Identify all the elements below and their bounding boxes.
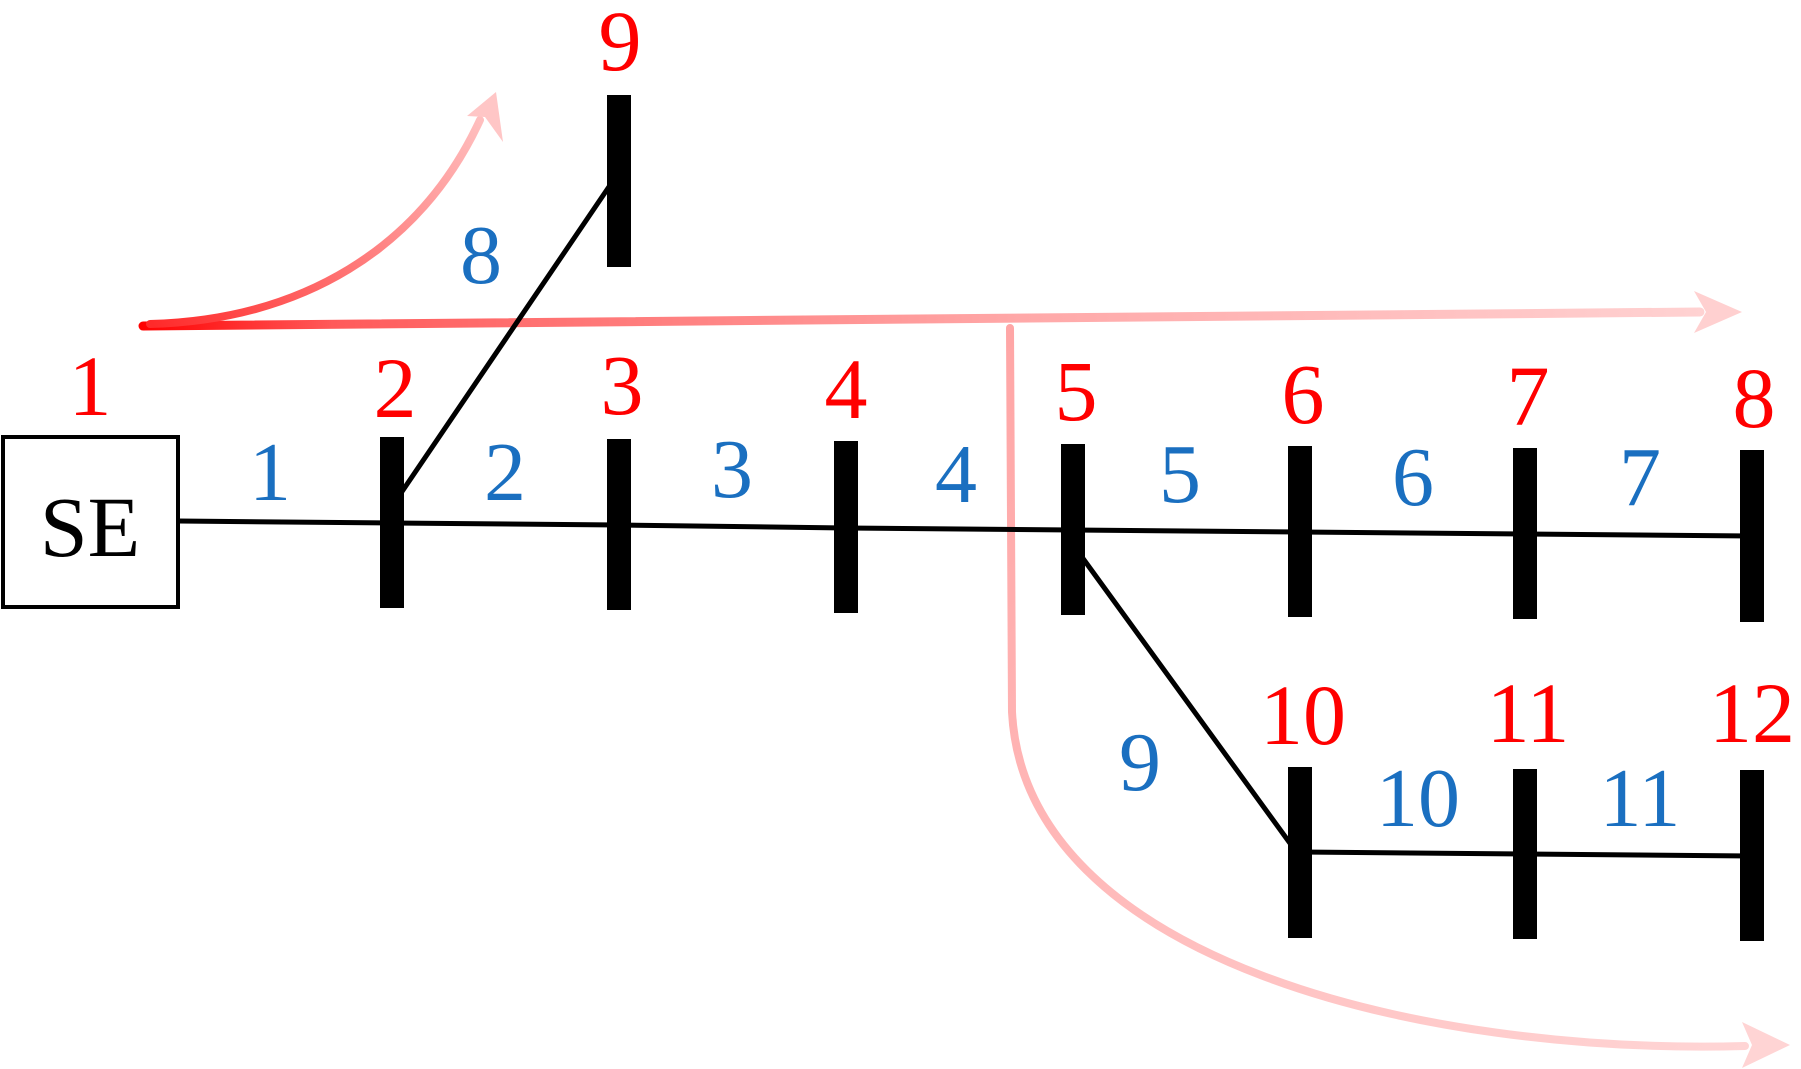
- branch-line-4: [843, 525, 1076, 533]
- node-label-1: 1: [69, 338, 112, 434]
- branch-label-10: 10: [1376, 752, 1460, 845]
- substation-label: SE: [40, 479, 140, 575]
- node-label-4: 4: [825, 341, 868, 437]
- bus-bar-5: [1061, 444, 1085, 615]
- branch-line-7: [1522, 531, 1755, 539]
- branch-line-10: [1297, 849, 1528, 857]
- branch-label-1: 1: [249, 426, 291, 519]
- branch-label-4: 4: [935, 428, 977, 521]
- branch-label-6: 6: [1392, 431, 1434, 524]
- branch-line-8: [396, 169, 622, 499]
- node-label-9: 9: [599, 0, 642, 89]
- flow-arrow-up: [146, 116, 484, 328]
- flow-arrows: [138, 92, 1790, 1068]
- node-label-2: 2: [374, 340, 417, 436]
- node-label-6: 6: [1282, 346, 1325, 442]
- substation-box: [1, 435, 180, 609]
- node-label-7: 7: [1507, 348, 1550, 444]
- node-label-3: 3: [601, 337, 644, 433]
- node-label-5: 5: [1055, 343, 1098, 439]
- branch-label-3: 3: [711, 423, 753, 516]
- bus-bar-2: [380, 437, 404, 608]
- branch-label-7: 7: [1619, 431, 1661, 524]
- flow-arrowhead-main: [1694, 291, 1742, 333]
- branch-label-2: 2: [484, 426, 526, 519]
- branch-line-9: [1076, 550, 1303, 860]
- bus-bar-9: [607, 95, 631, 267]
- bus-bar-12: [1740, 770, 1764, 941]
- branch-line-3: [616, 522, 849, 531]
- branch-label-8: 8: [460, 209, 502, 302]
- substation: SE: [1, 435, 180, 609]
- flow-arrowhead-up: [467, 92, 503, 142]
- bus-bars: [380, 95, 1764, 941]
- branch-lines: [175, 169, 1755, 860]
- bus-bar-7: [1513, 448, 1537, 619]
- bus-bar-8: [1740, 450, 1764, 622]
- bus-bar-11: [1513, 769, 1537, 939]
- branch-line-2: [389, 520, 622, 528]
- branch-line-5: [1070, 527, 1303, 535]
- flow-arrow-down: [1006, 324, 1749, 1051]
- node-label-11: 11: [1487, 665, 1570, 761]
- flow-arrowhead-down: [1742, 1022, 1790, 1068]
- bus-bar-4: [834, 441, 858, 613]
- branch-label-11: 11: [1600, 752, 1681, 845]
- node-label-12: 12: [1709, 665, 1795, 761]
- flow-arrow-main: [138, 307, 1705, 331]
- node-label-8: 8: [1733, 350, 1776, 446]
- bus-bar-3: [607, 439, 631, 610]
- bus-bar-6: [1288, 446, 1312, 617]
- branch-label-5: 5: [1159, 428, 1201, 521]
- branch-line-11: [1522, 851, 1755, 859]
- branch-line-1: [175, 518, 395, 526]
- bus-bar-10: [1288, 767, 1312, 938]
- node-label-10: 10: [1260, 667, 1346, 763]
- branch-line-6: [1297, 529, 1528, 537]
- branch-label-9: 9: [1119, 716, 1161, 809]
